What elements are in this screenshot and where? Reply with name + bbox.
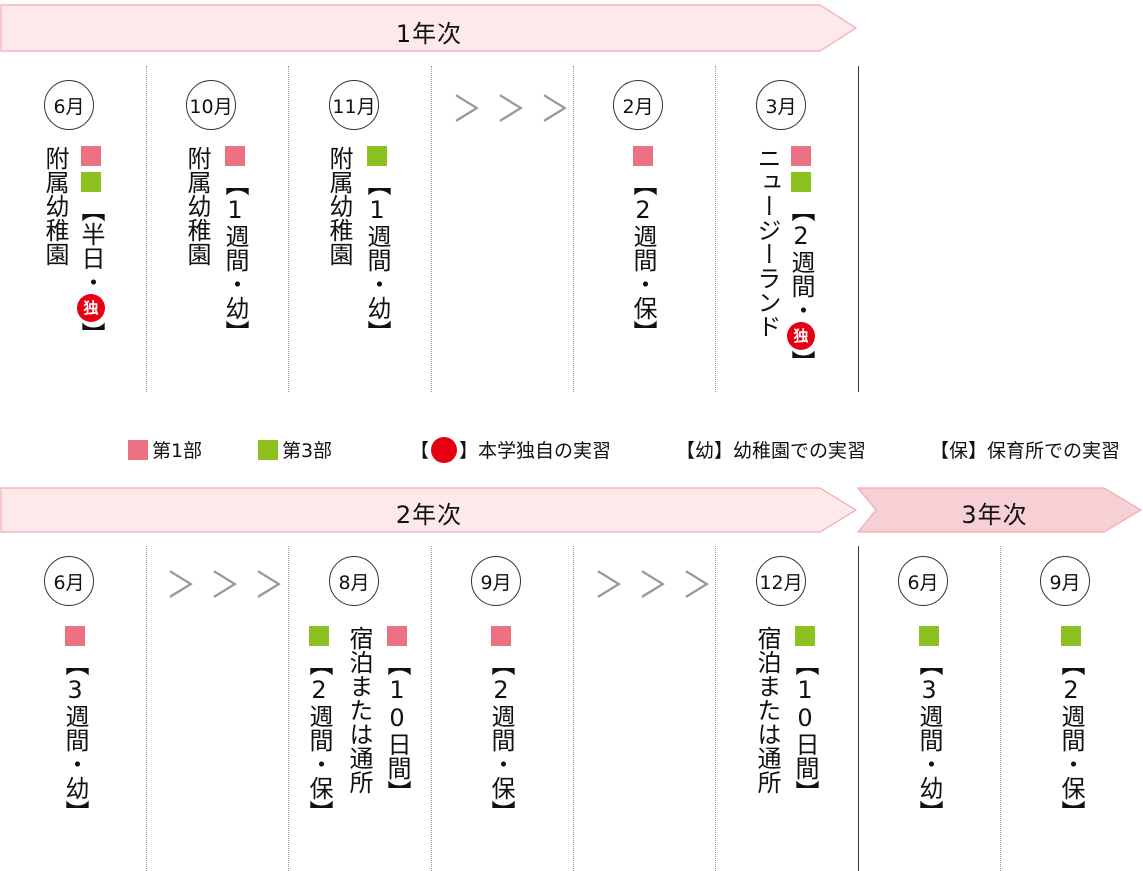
internship-detail: 【2週間・保】 (304, 626, 334, 824)
internship-detail: 【2週間・保】 (628, 146, 658, 344)
month-badge: 3月 (756, 80, 806, 130)
year3-arrow-shape (856, 487, 1143, 533)
divider (1000, 546, 1001, 871)
divider (715, 66, 716, 392)
legend-part3: 第3部 (258, 436, 332, 463)
internship-detail: 【半日・独】 (76, 146, 106, 346)
divider (858, 66, 859, 392)
part1-marker (225, 146, 245, 166)
location-label: 宿泊または通所 (753, 626, 781, 794)
part1-marker (791, 146, 811, 166)
chevron-right-icon: ＞＞＞ (594, 565, 726, 608)
location-label: 宿泊または通所 (345, 626, 373, 794)
own-program-dot-icon (431, 436, 458, 463)
month-badge: 9月 (471, 556, 521, 606)
internship-detail: 【10日間】 (790, 626, 820, 804)
part1-marker (65, 626, 85, 646)
divider (288, 546, 289, 871)
part1-marker (81, 146, 101, 166)
part1-marker (491, 626, 511, 646)
part3-marker (1061, 626, 1081, 646)
divider (573, 546, 574, 871)
year3-title: 3年次 (961, 501, 1028, 529)
divider (715, 546, 716, 871)
legend-part1: 第1部 (128, 436, 202, 463)
month-badge: 6月 (44, 556, 94, 606)
internship-detail: 【2週間・保】 (1056, 626, 1086, 824)
year2-banner: 2年次 (0, 484, 858, 536)
legend-kindergarten: 【幼】幼稚園での実習 (676, 440, 867, 462)
month-badge: 10月 (186, 80, 236, 130)
year2-title: 2年次 (395, 501, 463, 529)
year3-banner: 3年次 (856, 484, 1143, 536)
part1-marker (633, 146, 653, 166)
internship-detail: 【2週間・保】 (486, 626, 516, 824)
location-label: 附属幼稚園 (41, 146, 69, 266)
month-badge: 6月 (898, 556, 948, 606)
divider (573, 66, 574, 392)
own-program-icon: 独 (77, 294, 105, 322)
internship-detail: 【10日間】 (382, 626, 412, 804)
chevron-right-icon: ＞＞＞ (166, 565, 298, 608)
month-badge: 2月 (613, 80, 663, 130)
divider (431, 546, 432, 871)
part1-swatch (128, 439, 148, 460)
divider (288, 66, 289, 392)
part3-swatch (258, 439, 278, 460)
part3-marker (81, 172, 101, 192)
month-badge: 12月 (756, 556, 806, 606)
month-badge: 8月 (329, 556, 379, 606)
month-badge: 6月 (44, 80, 94, 130)
divider (431, 66, 432, 392)
part3-marker (309, 626, 329, 646)
internship-detail: 【1週間・幼】 (362, 146, 392, 344)
location-label: ニュージーランド (753, 146, 781, 338)
year1-title: 1年次 (395, 20, 463, 48)
legend-own-program: 【】本学独自の実習 (410, 436, 611, 463)
legend-nursery: 【保】保育所での実習 (930, 440, 1121, 462)
part3-marker (367, 146, 387, 166)
location-label: 附属幼稚園 (183, 146, 211, 266)
part3-marker (791, 172, 811, 192)
part1-marker (387, 626, 407, 646)
internship-detail: 【1週間・幼】 (220, 146, 250, 344)
year2-arrow-shape (0, 487, 858, 533)
part3-marker (919, 626, 939, 646)
divider (858, 546, 859, 871)
divider (146, 546, 147, 871)
internship-detail: 【3週間・幼】 (60, 626, 90, 824)
chevron-right-icon: ＞＞＞ (452, 89, 584, 132)
year1-arrow-shape (0, 4, 858, 52)
part3-marker (795, 626, 815, 646)
location-label: 附属幼稚園 (325, 146, 353, 266)
month-badge: 9月 (1040, 556, 1090, 606)
year1-banner: 1年次 (0, 0, 858, 56)
internship-detail: 【2週間・独】 (786, 146, 816, 374)
own-program-icon: 独 (787, 322, 815, 350)
divider (146, 66, 147, 392)
internship-detail: 【3週間・幼】 (914, 626, 944, 824)
month-badge: 11月 (329, 80, 379, 130)
